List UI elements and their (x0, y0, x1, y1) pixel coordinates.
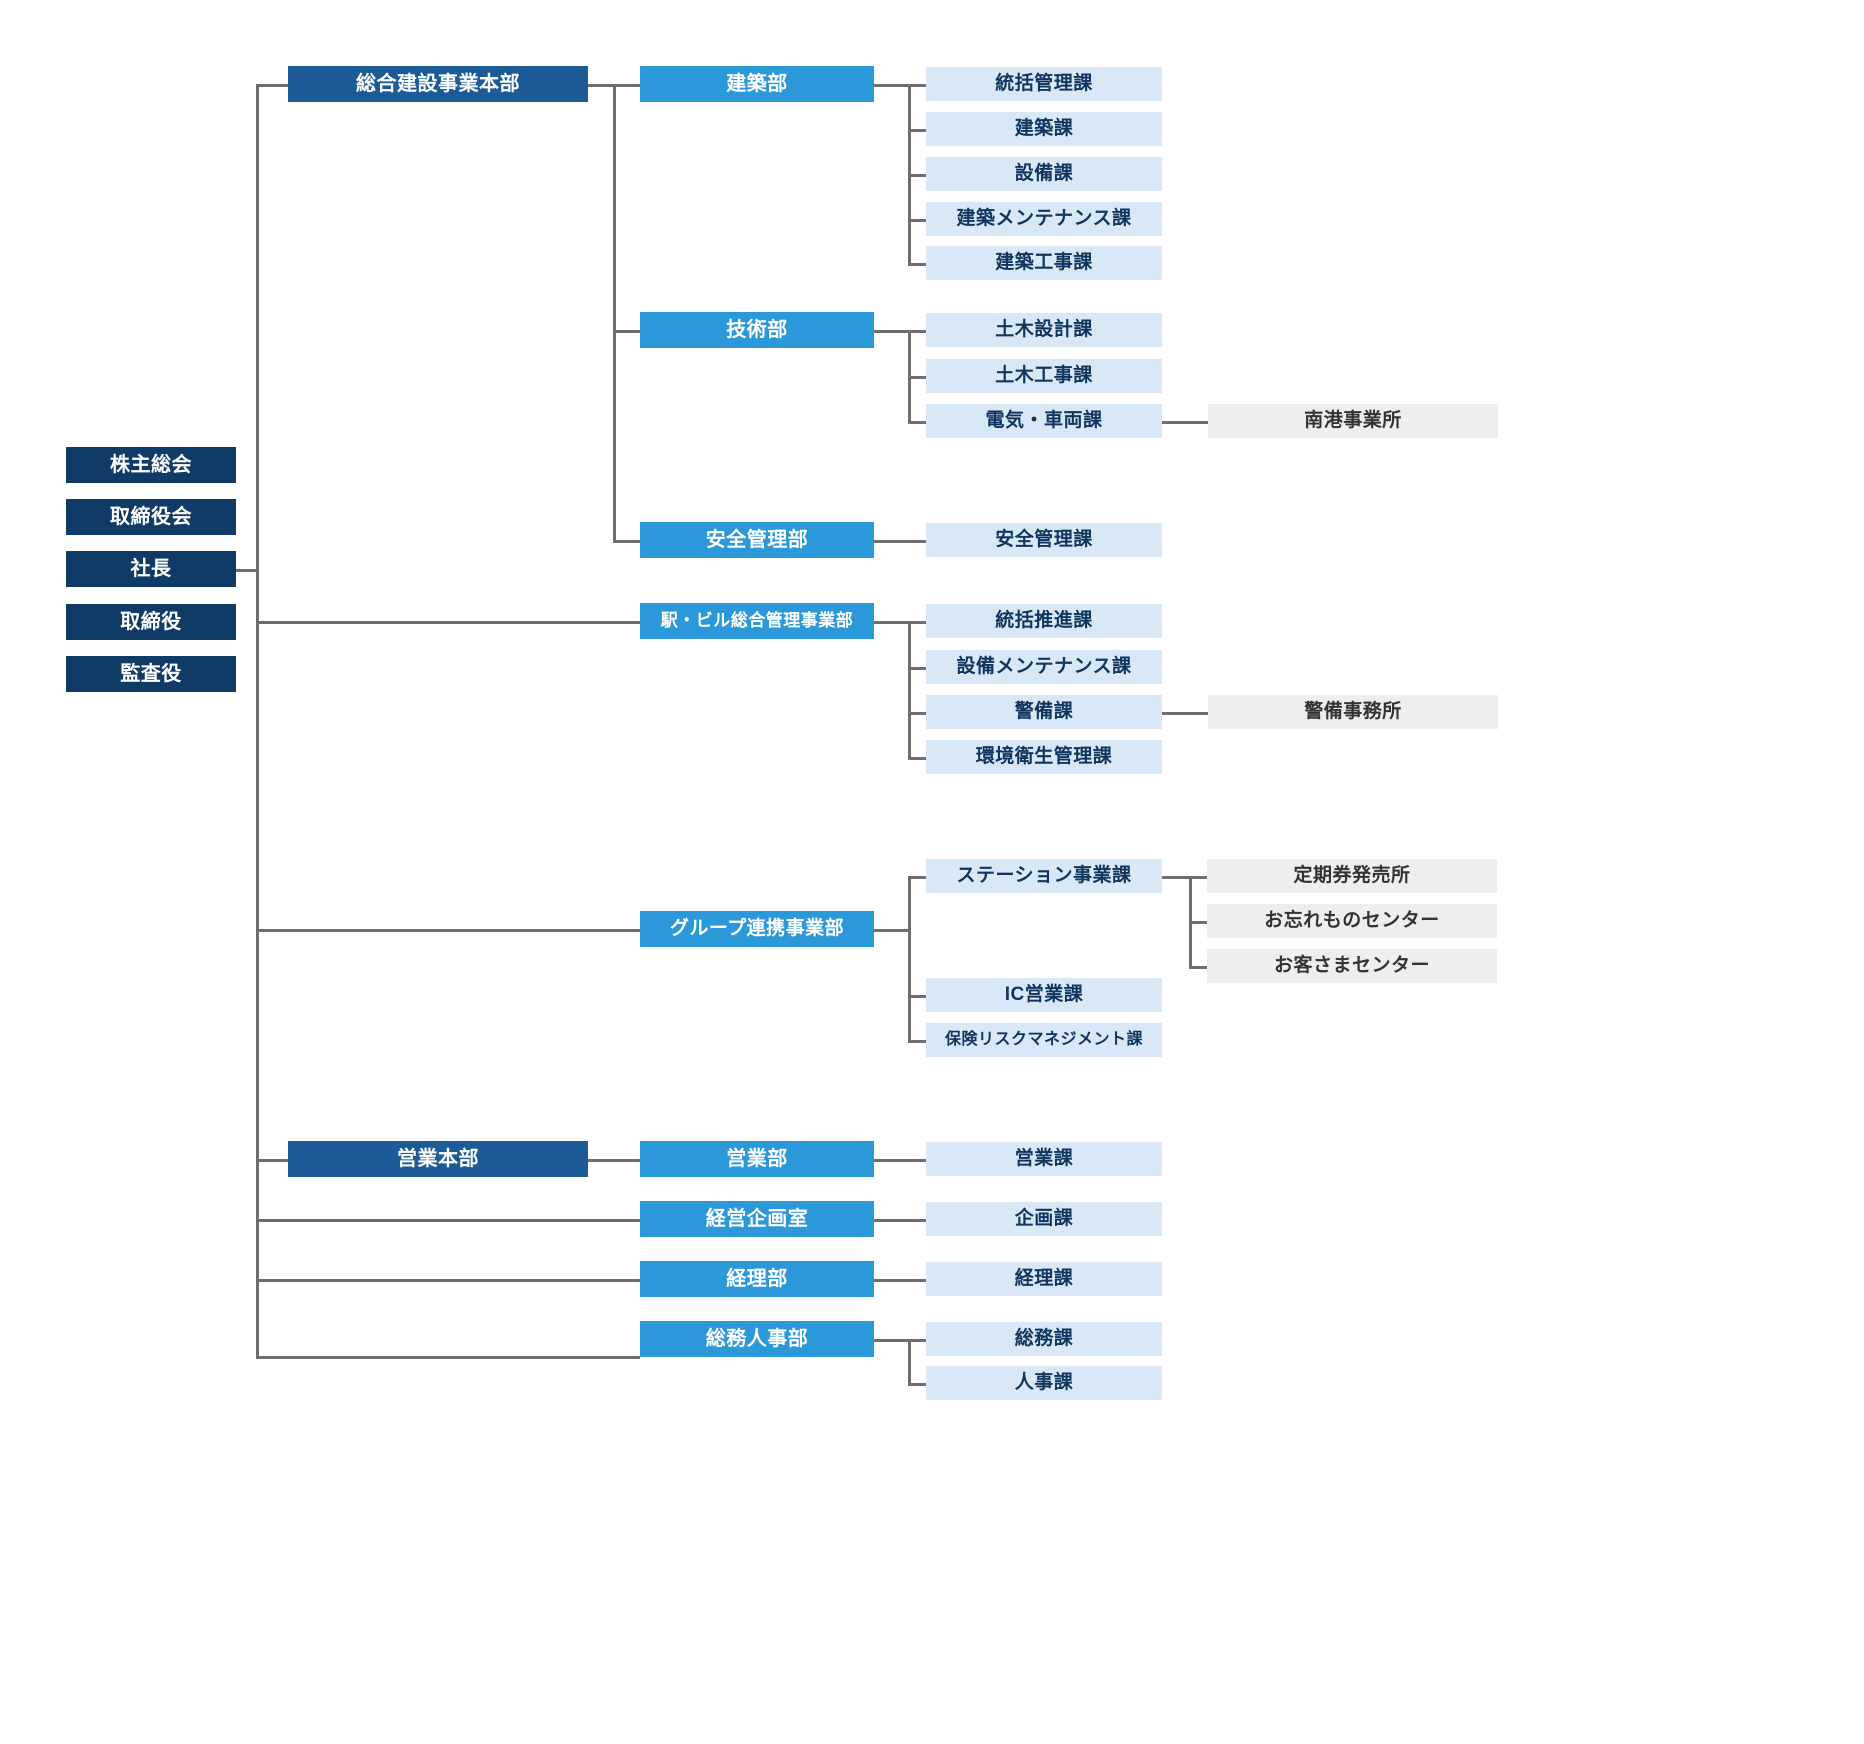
section-sales-0[interactable]: 営業課 (926, 1142, 1162, 1176)
connector-ga-s0 (908, 1339, 926, 1342)
connector-arch-s2 (908, 174, 926, 177)
connector-grp-s2 (908, 1040, 926, 1043)
department-planning[interactable]: 経営企画室 (640, 1201, 874, 1237)
connector-office-2 (1189, 966, 1207, 969)
office-nanko[interactable]: 南港事業所 (1208, 404, 1498, 438)
connector-chq-out (588, 84, 616, 87)
department-safety[interactable]: 安全管理部 (640, 522, 874, 558)
section-engineering-0[interactable]: 土木設計課 (926, 313, 1162, 347)
section-station-building-1[interactable]: 設備メンテナンス課 (926, 650, 1162, 684)
connector-chq-architecture (613, 84, 641, 87)
connector-sales-hq-to-dept (588, 1159, 640, 1162)
connector-ga-spine (908, 1339, 911, 1384)
office-station-2[interactable]: お客さまセンター (1207, 949, 1497, 983)
section-general-affairs-0[interactable]: 総務課 (926, 1322, 1162, 1356)
connector-stn-s0 (908, 621, 926, 624)
department-station-building[interactable]: 駅・ビル総合管理事業部 (640, 603, 874, 639)
section-accounting-0[interactable]: 経理課 (926, 1262, 1162, 1296)
connector-arch-s0 (908, 84, 926, 87)
section-architecture-1[interactable]: 建築課 (926, 112, 1162, 146)
connector-trunk-main (256, 84, 259, 1358)
department-architecture[interactable]: 建築部 (640, 66, 874, 102)
connector-group-out (874, 929, 910, 932)
section-architecture-0[interactable]: 統括管理課 (926, 67, 1162, 101)
governance-box-president[interactable]: 社長 (66, 551, 236, 587)
connector-to-station-dept (256, 621, 640, 624)
office-station-1[interactable]: お忘れものセンター (1207, 904, 1497, 938)
connector-planning-section (874, 1219, 926, 1222)
connector-stn-s2 (908, 712, 926, 715)
section-group-alliance-0[interactable]: ステーション事業課 (926, 859, 1162, 893)
section-engineering-2[interactable]: 電気・車両課 (926, 404, 1162, 438)
connector-ga-s1 (908, 1383, 926, 1386)
connector-security-to-office (1162, 712, 1208, 715)
office-security[interactable]: 警備事務所 (1208, 695, 1498, 729)
department-engineering[interactable]: 技術部 (640, 312, 874, 348)
connector-electrical-to-nanko (1162, 421, 1208, 424)
connector-arch-s3 (908, 219, 926, 222)
connector-engineering-out (874, 330, 910, 333)
connector-ga-out (874, 1339, 910, 1342)
connector-accounting-section (874, 1279, 926, 1282)
section-planning-0[interactable]: 企画課 (926, 1202, 1162, 1236)
division-sales-hq[interactable]: 営業本部 (288, 1141, 588, 1177)
connector-stn-s1 (908, 667, 926, 670)
connector-chq-engineering (613, 330, 641, 333)
section-group-alliance-1[interactable]: IC営業課 (926, 978, 1162, 1012)
connector-grp-s1 (908, 995, 926, 998)
connector-chq-spine (613, 84, 616, 542)
division-construction-hq[interactable]: 総合建設事業本部 (288, 66, 588, 102)
governance-box-auditor[interactable]: 監査役 (66, 656, 236, 692)
connector-to-planning-dept (256, 1219, 640, 1222)
section-group-alliance-2[interactable]: 保険リスクマネジメント課 (926, 1023, 1162, 1057)
section-engineering-1[interactable]: 土木工事課 (926, 359, 1162, 393)
connector-eng-s0 (908, 330, 926, 333)
section-station-building-0[interactable]: 統括推進課 (926, 604, 1162, 638)
connector-office-1 (1189, 921, 1207, 924)
connector-eng-s2 (908, 421, 926, 424)
governance-box-shareholders[interactable]: 株主総会 (66, 447, 236, 483)
connector-president-stub (236, 569, 258, 572)
connector-to-group-dept (256, 929, 640, 932)
connector-stn-s3 (908, 757, 926, 760)
connector-safety-section (874, 540, 926, 543)
governance-box-director[interactable]: 取締役 (66, 604, 236, 640)
connector-to-construction-hq (256, 84, 288, 87)
connector-sales-section (874, 1159, 926, 1162)
section-architecture-2[interactable]: 設備課 (926, 157, 1162, 191)
section-station-building-3[interactable]: 環境衛生管理課 (926, 740, 1162, 774)
office-station-0[interactable]: 定期券発売所 (1207, 859, 1497, 893)
connector-station-section-out (1162, 876, 1192, 879)
connector-arch-s1 (908, 129, 926, 132)
department-general-affairs[interactable]: 総務人事部 (640, 1321, 874, 1357)
section-general-affairs-1[interactable]: 人事課 (926, 1366, 1162, 1400)
connector-group-spine (908, 876, 911, 1042)
connector-office-0 (1189, 876, 1207, 879)
governance-box-board[interactable]: 取締役会 (66, 499, 236, 535)
connector-station-out (874, 621, 910, 624)
connector-eng-s1 (908, 376, 926, 379)
connector-grp-s0 (908, 876, 926, 879)
connector-to-sales-hq (256, 1159, 288, 1162)
connector-to-ga-dept (256, 1356, 640, 1359)
department-accounting[interactable]: 経理部 (640, 1261, 874, 1297)
department-sales[interactable]: 営業部 (640, 1141, 874, 1177)
section-architecture-4[interactable]: 建築工事課 (926, 246, 1162, 280)
section-station-building-2[interactable]: 警備課 (926, 695, 1162, 729)
connector-to-accounting-dept (256, 1279, 640, 1282)
connector-arch-s4 (908, 263, 926, 266)
department-group-alliance[interactable]: グループ連携事業部 (640, 911, 874, 947)
connector-chq-safety (613, 540, 641, 543)
section-architecture-3[interactable]: 建築メンテナンス課 (926, 202, 1162, 236)
connector-station-spine (908, 621, 911, 758)
section-safety-0[interactable]: 安全管理課 (926, 523, 1162, 557)
connector-architecture-out (874, 84, 910, 87)
